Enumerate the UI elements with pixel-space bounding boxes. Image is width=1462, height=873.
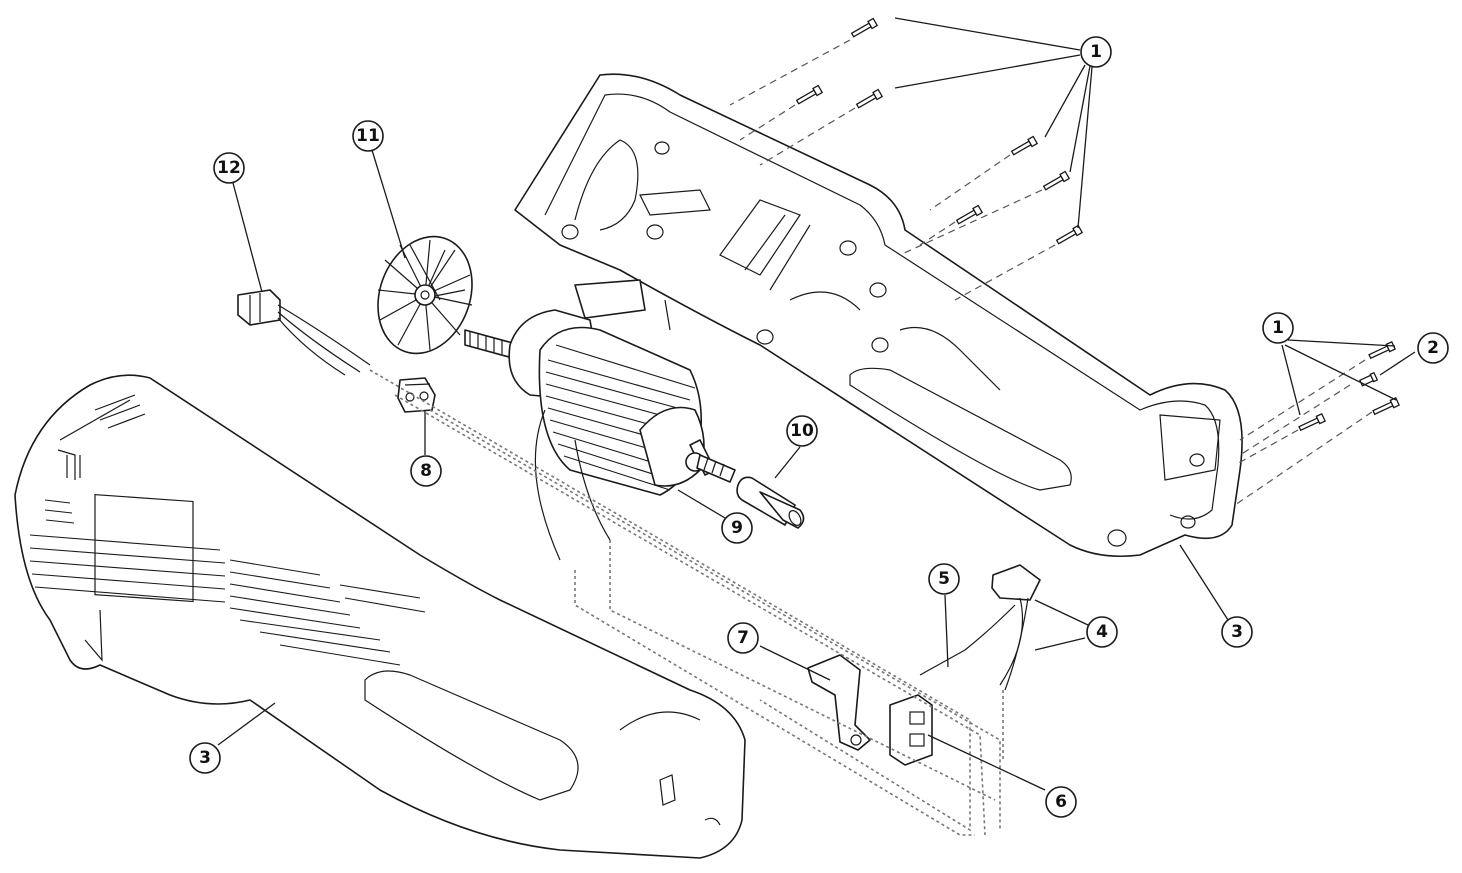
screw (1372, 396, 1400, 416)
callout-part-2: 2 (1417, 332, 1449, 364)
callout-part-7-label: 7 (737, 628, 749, 648)
callout-housing-left: 3 (189, 742, 221, 774)
small-screw-part-2 (1358, 371, 1379, 387)
callout-part-7: 7 (727, 622, 759, 654)
callout-part-11-label: 11 (356, 126, 380, 146)
switch-contact (991, 564, 1041, 691)
callout-part-8-label: 8 (420, 461, 432, 481)
bearing-sleeve (736, 476, 805, 529)
callout-part-4-label: 4 (1096, 622, 1108, 642)
callout-part-10: 10 (786, 415, 818, 447)
callout-part-6: 6 (1045, 786, 1077, 818)
wiring-routes (369, 369, 1004, 836)
callout-part-12: 12 (213, 152, 245, 184)
screw (1010, 135, 1039, 156)
screw-alignment-lines (729, 39, 1373, 506)
motor (464, 309, 736, 561)
screw (1368, 340, 1396, 360)
callout-screw-label: 1 (1090, 42, 1102, 62)
screw (1298, 412, 1326, 432)
terminal-block (397, 377, 436, 413)
callout-housing-right: 3 (1221, 616, 1253, 648)
callout-part-9: 9 (721, 512, 753, 544)
callout-screw: 1 (1080, 36, 1112, 68)
switch-wire (919, 604, 1016, 676)
callout-screw-label: 1 (1272, 318, 1284, 338)
callout-part-4: 4 (1086, 616, 1118, 648)
callout-part-11: 11 (352, 120, 384, 152)
screw (855, 88, 884, 109)
callout-part-5-label: 5 (938, 569, 950, 589)
screw (795, 84, 824, 105)
callout-part-2-label: 2 (1427, 338, 1439, 358)
leader-lines (217, 17, 1416, 791)
callout-part-5: 5 (928, 563, 960, 595)
callout-part-10-label: 10 (790, 421, 814, 441)
switch-block (889, 694, 933, 766)
callout-part-8: 8 (410, 455, 442, 487)
wire-connector (237, 289, 371, 376)
callouts: 1 1 2 3 3 4 5 6 7 8 9 10 (189, 36, 1449, 818)
screw (850, 17, 879, 38)
callout-part-12-label: 12 (217, 158, 241, 178)
screw (1042, 170, 1071, 191)
screw (955, 204, 984, 225)
callout-housing-left-label: 3 (199, 748, 211, 768)
fan (377, 235, 473, 355)
housing-half-left (14, 374, 746, 859)
callout-part-9-label: 9 (731, 518, 743, 538)
brush-holder (807, 654, 871, 751)
callout-part-6-label: 6 (1055, 792, 1067, 812)
screw (1055, 224, 1084, 245)
callout-screw: 1 (1262, 312, 1294, 344)
callout-housing-right-label: 3 (1231, 622, 1243, 642)
housing-half-right (514, 73, 1243, 558)
